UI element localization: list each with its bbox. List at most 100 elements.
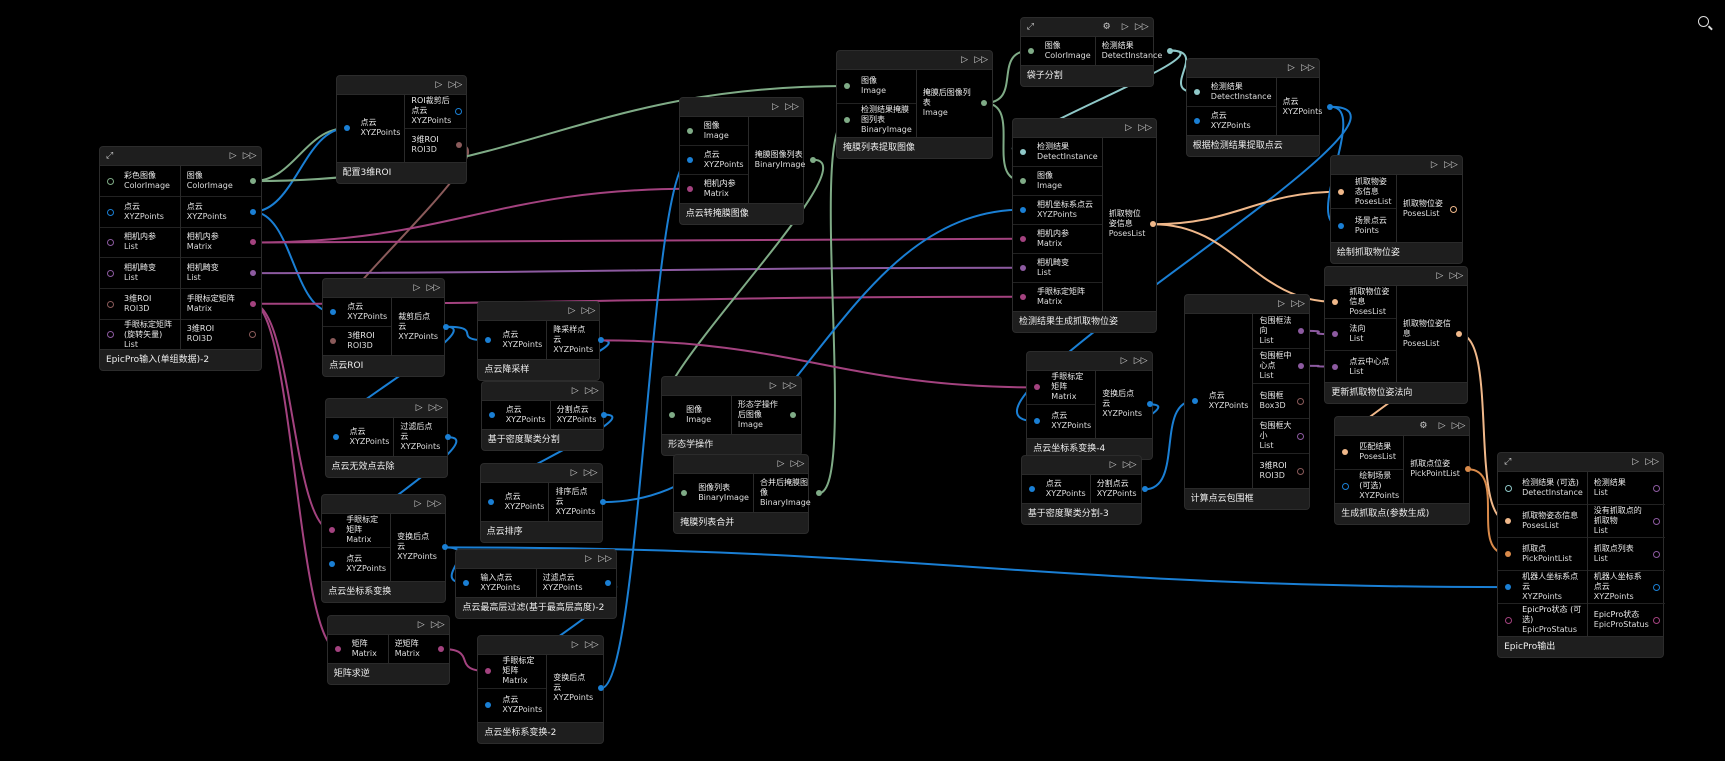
run-all-button[interactable]: ▷▷ [427,498,442,509]
port-connector-icon[interactable] [249,270,256,277]
port-connector-icon[interactable] [456,142,463,149]
port-connector-icon[interactable] [329,527,336,534]
node-header[interactable]: ▷▷▷ [1027,352,1151,370]
wire-matrix[interactable] [252,187,690,244]
wire-points[interactable] [600,158,691,690]
port-connector-icon[interactable] [334,645,341,652]
node-header[interactable]: ▷▷▷ [1187,59,1319,77]
run-button[interactable]: ▷ [413,283,421,294]
port-connector-icon[interactable] [1337,222,1344,229]
node-header[interactable]: ▷▷▷ [322,495,445,513]
port-connector-icon[interactable] [1020,264,1026,271]
run-all-button[interactable]: ▷▷ [583,468,598,479]
port-connector-icon[interactable] [1652,551,1660,559]
wire-points[interactable] [1144,399,1195,491]
port-connector-icon[interactable] [455,108,463,116]
node-header[interactable]: ⤢▷▷▷ [100,147,261,165]
run-button[interactable]: ▷ [1120,355,1128,366]
port-connector-icon[interactable] [601,411,608,418]
port-connector-icon[interactable] [441,544,448,551]
port-connector-icon[interactable] [485,668,492,675]
run-button[interactable]: ▷ [1430,160,1438,171]
run-button[interactable]: ▷ [1438,420,1446,431]
port-connector-icon[interactable] [981,100,988,106]
port-connector-icon[interactable] [107,300,114,308]
port-connector-icon[interactable] [1020,206,1026,213]
port-connector-icon[interactable] [485,702,492,709]
run-all-button[interactable]: ▷▷ [430,619,445,630]
port-connector-icon[interactable] [1141,486,1148,493]
port-connector-icon[interactable] [1505,485,1513,493]
search-icon[interactable] [1698,16,1709,27]
port-connector-icon[interactable] [1193,118,1200,125]
port-connector-icon[interactable] [1505,617,1513,625]
port-connector-icon[interactable] [1193,89,1200,96]
port-connector-icon[interactable] [1505,518,1512,525]
port-connector-icon[interactable] [686,127,693,134]
input-port[interactable]: 检测结果 (可选)DetectInstance [1498,472,1587,506]
wire-matrix[interactable] [252,302,338,650]
port-connector-icon[interactable] [107,239,114,247]
wire-matrix[interactable] [252,302,333,532]
input-port[interactable]: 手眼标定矩阵(旋转矢量)List [100,320,180,350]
port-connector-icon[interactable] [844,117,850,123]
run-button[interactable]: ▷ [571,385,579,396]
run-all-button[interactable]: ▷▷ [790,459,805,470]
run-all-button[interactable]: ▷▷ [448,79,463,90]
port-connector-icon[interactable] [1505,551,1512,558]
port-connector-icon[interactable] [437,645,444,652]
input-port[interactable]: EpicPro状态 (可选)EpicProStatus [1498,604,1587,636]
run-all-button[interactable]: ▷▷ [1443,160,1458,171]
node-header[interactable]: ▷▷▷ [1013,119,1156,137]
run-button[interactable]: ▷ [414,498,422,509]
port-connector-icon[interactable] [1296,397,1304,405]
wire-points[interactable] [252,210,334,314]
port-connector-icon[interactable] [107,208,114,216]
expand-icon[interactable]: ⤢ [1026,21,1034,32]
port-connector-icon[interactable] [669,412,676,419]
run-button[interactable]: ▷ [769,381,777,392]
port-connector-icon[interactable] [249,300,256,307]
node-header[interactable]: ▷▷▷ [326,399,447,417]
node-header[interactable]: ⤢⚙▷▷▷ [1021,18,1153,36]
wire-points[interactable] [603,208,1024,504]
port-connector-icon[interactable] [815,490,822,497]
run-button[interactable]: ▷ [1436,271,1444,282]
port-connector-icon[interactable] [1327,103,1334,110]
port-connector-icon[interactable] [789,412,796,419]
